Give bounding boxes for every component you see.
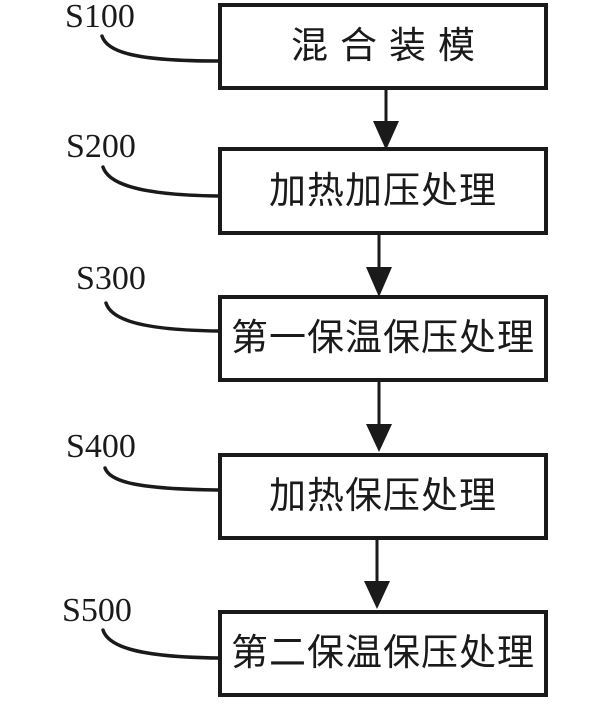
leader-line-s500: [101, 628, 220, 660]
arrowhead-icon-4: [364, 581, 390, 609]
step-box-label: 第二保温保压处理: [231, 633, 535, 674]
step-box-label: 加热加压处理: [269, 170, 497, 212]
leader-line-s200: [101, 165, 220, 198]
arrowhead-icon-2: [366, 267, 392, 297]
step-box-second-hold-treatment: 第二保温保压处理: [218, 610, 548, 697]
leader-line-s300: [104, 301, 220, 333]
step-ref-s400: S400: [66, 428, 136, 465]
step-box-heat-hold-treatment: 加热保压处理: [218, 453, 548, 540]
step-ref-s100: S100: [65, 0, 135, 35]
arrowhead-icon-3: [366, 424, 392, 452]
step-ref-s200: S200: [66, 128, 136, 165]
leader-line-s400: [103, 466, 220, 492]
step-box-heat-pressure-treatment: 加热加压处理: [218, 147, 548, 235]
step-box-mixing-molding: 混合装模: [218, 3, 548, 90]
step-box-label: 混合装模: [291, 26, 487, 67]
step-box-label: 第一保温保压处理: [231, 318, 535, 359]
step-ref-s500: S500: [62, 592, 132, 629]
leader-line-s100: [100, 34, 220, 63]
step-ref-s300: S300: [76, 260, 146, 297]
arrowhead-icon-1: [373, 121, 399, 150]
step-box-first-hold-treatment: 第一保温保压处理: [218, 295, 548, 382]
step-box-label: 加热保压处理: [269, 476, 497, 517]
